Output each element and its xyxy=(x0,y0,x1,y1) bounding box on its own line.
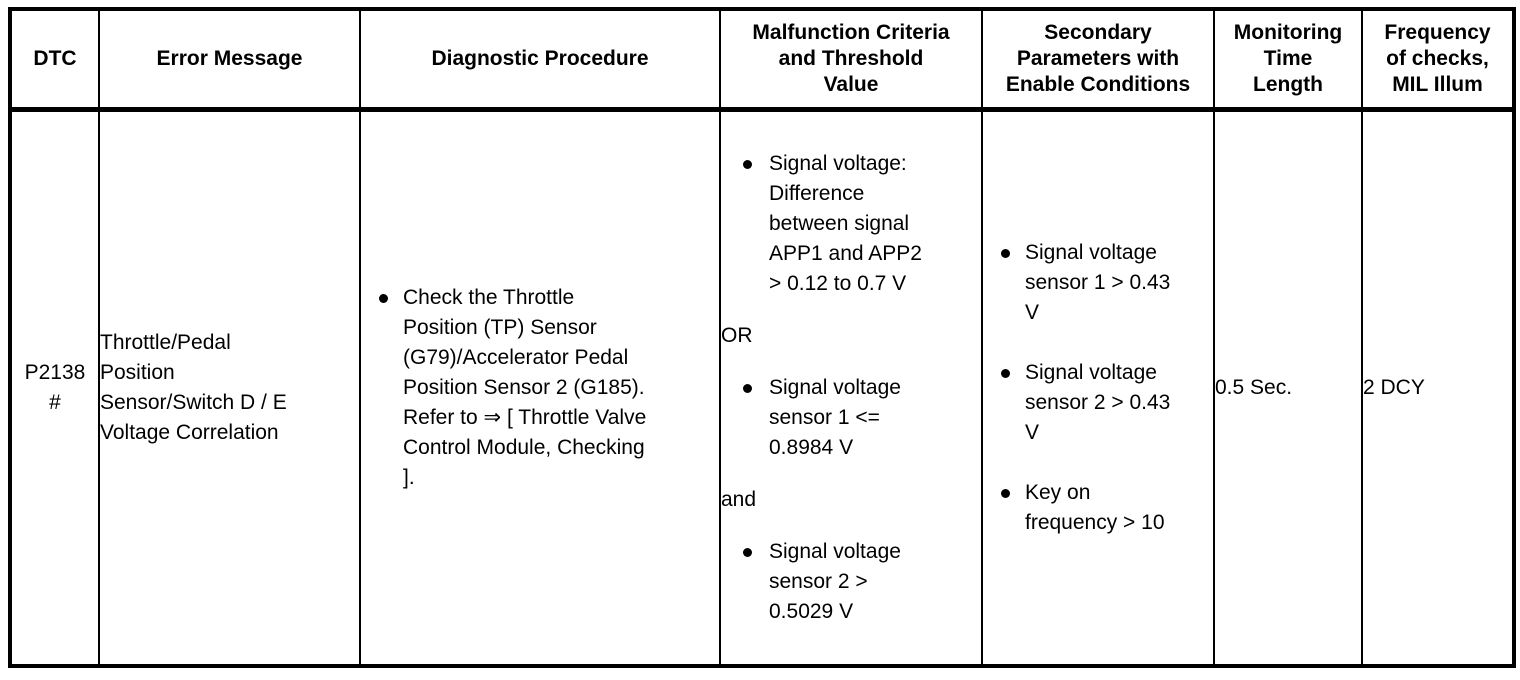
list-item-text: Signal voltage sensor 1 > 0.43 V xyxy=(1025,238,1213,328)
list-item: Signal voltage sensor 1 <= 0.8984 V xyxy=(721,373,981,463)
criteria1-line1: Signal voltage: xyxy=(769,152,907,175)
criteria-list-3: Signal voltage sensor 2 > 0.5029 V xyxy=(721,537,981,627)
criteria-list-1: Signal voltage: Difference between signa… xyxy=(721,149,981,299)
list-item-text: Key on frequency > 10 xyxy=(1025,478,1213,538)
criteria-connector-or: OR xyxy=(721,324,753,347)
secondary2-line2: sensor 2 > 0.43 xyxy=(1025,391,1171,414)
monitoring-time-length-value: 0.5 Sec. xyxy=(1215,376,1293,399)
frequency-of-checks-value: 2 DCY xyxy=(1363,376,1425,399)
table-header: DTC Error Message Diagnostic Procedure M… xyxy=(9,9,1515,112)
header-text-monitoring-line1: Monitoring xyxy=(1233,21,1343,44)
secondary1-line2: sensor 1 > 0.43 xyxy=(1025,271,1171,294)
error-message-line1: Throttle/Pedal xyxy=(100,331,231,354)
list-item: Signal voltage sensor 2 > 0.5029 V xyxy=(721,537,981,627)
bullet-icon xyxy=(1001,249,1010,258)
cell-monitoring-time-length: 0.5 Sec. xyxy=(1213,109,1363,666)
procedure-line4: Position Sensor 2 (G185). xyxy=(403,376,645,399)
secondary2-line1: Signal voltage xyxy=(1025,361,1157,384)
dtc-diagnostic-table: DTC Error Message Diagnostic Procedure M… xyxy=(8,7,1516,668)
list-item: Signal voltage sensor 2 > 0.43 V xyxy=(983,358,1213,448)
table-row: P2138 # Throttle/Pedal Position Sensor/S… xyxy=(9,109,1515,666)
header-text-diagnostic-procedure: Diagnostic Procedure xyxy=(431,47,649,70)
error-message-line2: Position xyxy=(100,361,175,384)
list-item-text: Signal voltage sensor 2 > 0.43 V xyxy=(1025,358,1213,448)
criteria1-line4: APP1 and APP2 xyxy=(769,242,922,265)
header-text-malfunction-criteria-line1: Malfunction Criteria xyxy=(752,21,950,44)
bullet-icon xyxy=(743,160,752,169)
column-header-secondary-parameters: Secondary Parameters with Enable Conditi… xyxy=(981,9,1215,112)
list-item: Check the Throttle Position (TP) Sensor … xyxy=(361,283,719,493)
list-item-text: Check the Throttle Position (TP) Sensor … xyxy=(403,283,719,493)
procedure-line1: Check the Throttle xyxy=(403,286,575,309)
header-text-error-message: Error Message xyxy=(156,47,303,70)
list-item: Signal voltage sensor 1 > 0.43 V xyxy=(983,238,1213,328)
list-item: Signal voltage: Difference between signa… xyxy=(721,149,981,299)
criteria1-line3: between signal xyxy=(769,212,910,235)
header-text-monitoring-line3: Length xyxy=(1253,73,1323,96)
column-header-error-message: Error Message xyxy=(98,9,361,112)
cell-error-message: Throttle/Pedal Position Sensor/Switch D … xyxy=(98,109,361,666)
secondary2-line3: V xyxy=(1025,421,1040,444)
criteria3-line2: sensor 2 > xyxy=(769,570,868,593)
column-header-diagnostic-procedure: Diagnostic Procedure xyxy=(359,9,721,112)
bullet-icon xyxy=(743,548,752,557)
header-text-malfunction-criteria-line2: and Threshold xyxy=(778,47,924,70)
diagnostic-procedure-list: Check the Throttle Position (TP) Sensor … xyxy=(361,283,719,493)
column-header-malfunction-criteria: Malfunction Criteria and Threshold Value xyxy=(719,9,983,112)
criteria-connector-and: and xyxy=(721,488,757,511)
bullet-icon xyxy=(1001,489,1010,498)
list-item: Key on frequency > 10 xyxy=(983,478,1213,538)
header-text-secondary-parameters-line3: Enable Conditions xyxy=(1005,73,1191,96)
header-text-secondary-parameters-line1: Secondary xyxy=(1044,21,1152,44)
criteria1-line2: Difference xyxy=(769,182,865,205)
header-row: DTC Error Message Diagnostic Procedure M… xyxy=(9,9,1515,112)
criteria3-line3: 0.5029 V xyxy=(769,600,854,623)
secondary-parameters-list: Signal voltage sensor 1 > 0.43 V Signal … xyxy=(983,238,1213,538)
cell-frequency-of-checks: 2 DCY xyxy=(1361,109,1515,666)
header-text-malfunction-criteria-line3: Value xyxy=(823,73,879,96)
cell-secondary-parameters: Signal voltage sensor 1 > 0.43 V Signal … xyxy=(981,109,1215,666)
procedure-line2: Position (TP) Sensor xyxy=(403,316,597,339)
bullet-icon xyxy=(1001,369,1010,378)
list-item-text: Signal voltage: Difference between signa… xyxy=(769,149,981,299)
criteria-list-2: Signal voltage sensor 1 <= 0.8984 V xyxy=(721,373,981,463)
secondary1-line3: V xyxy=(1025,301,1040,324)
cell-dtc: P2138 # xyxy=(9,109,100,666)
cell-diagnostic-procedure: Check the Throttle Position (TP) Sensor … xyxy=(359,109,721,666)
column-header-dtc: DTC xyxy=(9,9,100,112)
header-text-frequency-line2: of checks, xyxy=(1386,47,1489,70)
secondary3-line1: Key on xyxy=(1025,481,1091,504)
dtc-code: P2138 xyxy=(24,361,86,384)
dtc-footnote-mark: # xyxy=(49,391,61,414)
procedure-line6: Control Module, Checking xyxy=(403,436,645,459)
header-text-monitoring-line2: Time xyxy=(1263,47,1313,70)
procedure-line3: (G79)/Accelerator Pedal xyxy=(403,346,629,369)
criteria2-line1: Signal voltage xyxy=(769,376,901,399)
header-text-secondary-parameters-line2: Parameters with xyxy=(1016,47,1180,70)
header-text-dtc: DTC xyxy=(33,47,77,70)
header-text-frequency-line3: MIL Illum xyxy=(1392,73,1483,96)
procedure-line7: ]. xyxy=(403,466,415,489)
header-text-frequency-line1: Frequency xyxy=(1384,21,1491,44)
list-item-text: Signal voltage sensor 2 > 0.5029 V xyxy=(769,537,981,627)
procedure-line5: Refer to ⇒ [ Throttle Valve xyxy=(403,406,647,429)
malfunction-criteria-group: Signal voltage: Difference between signa… xyxy=(721,149,981,627)
criteria2-line3: 0.8984 V xyxy=(769,436,854,459)
column-header-frequency-of-checks: Frequency of checks, MIL Illum xyxy=(1361,9,1515,112)
bullet-icon xyxy=(379,294,388,303)
error-message-line3: Sensor/Switch D / E xyxy=(100,391,287,414)
secondary1-line1: Signal voltage xyxy=(1025,241,1157,264)
secondary3-line2: frequency > 10 xyxy=(1025,511,1165,534)
criteria2-line2: sensor 1 <= xyxy=(769,406,880,429)
table-body: P2138 # Throttle/Pedal Position Sensor/S… xyxy=(9,109,1515,666)
list-item-text: Signal voltage sensor 1 <= 0.8984 V xyxy=(769,373,981,463)
column-header-monitoring-time-length: Monitoring Time Length xyxy=(1213,9,1363,112)
criteria1-line5: > 0.12 to 0.7 V xyxy=(769,272,907,295)
criteria3-line1: Signal voltage xyxy=(769,540,901,563)
bullet-icon xyxy=(743,384,752,393)
error-message-line4: Voltage Correlation xyxy=(100,421,279,444)
cell-malfunction-criteria: Signal voltage: Difference between signa… xyxy=(719,109,983,666)
